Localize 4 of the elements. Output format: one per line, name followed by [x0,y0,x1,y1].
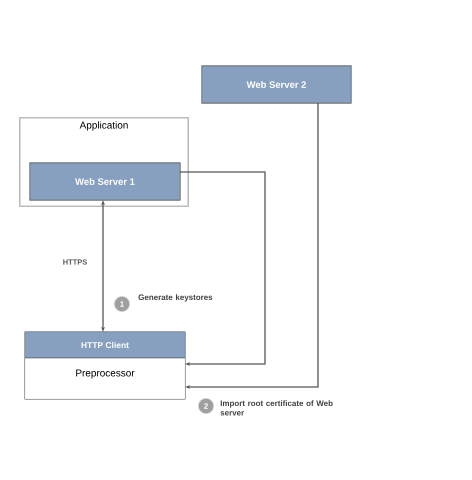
connector-arrow [180,171,266,366]
component-box: HTTP Client Preprocessor [24,332,186,400]
server-box: Web Server 2 [201,65,352,104]
server-box: Web Server 1 [29,162,181,201]
